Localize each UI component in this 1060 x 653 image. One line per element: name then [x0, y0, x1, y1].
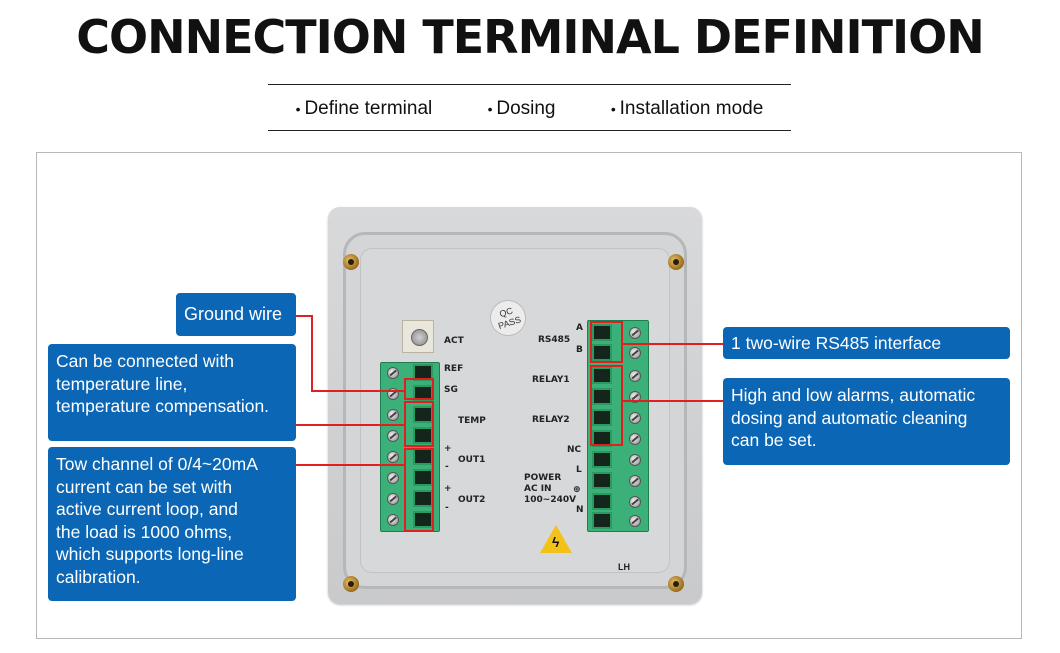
- leader-rs485: [622, 343, 723, 345]
- highlight-temp: [404, 401, 434, 447]
- screw-icon: [668, 254, 684, 270]
- section-nav: Define terminal Dosing Installation mode: [268, 96, 791, 122]
- nav-item-dosing[interactable]: Dosing: [488, 98, 555, 120]
- screw-icon: [343, 254, 359, 270]
- label-out1-minus: -: [445, 462, 449, 472]
- callout-current-line: current can be set with: [56, 476, 233, 497]
- highlight-out: [404, 448, 434, 532]
- page-title: CONNECTION TERMINAL DEFINITION: [76, 10, 985, 64]
- callout-ground-wire: Ground wire: [176, 293, 296, 336]
- callout-alarms-line: can be set.: [731, 430, 817, 450]
- leader-alarms: [622, 400, 723, 402]
- label-sg: SG: [444, 385, 458, 395]
- leader-current: [296, 464, 405, 466]
- callout-current-output: Tow channel of 0/4~20mA current can be s…: [48, 447, 296, 601]
- label-act: ACT: [444, 336, 464, 346]
- label-relay2: RELAY2: [532, 415, 570, 425]
- label-a: A: [576, 323, 583, 333]
- label-relay1: RELAY1: [532, 375, 570, 385]
- label-out2: OUT2: [458, 495, 486, 505]
- callout-temperature: Can be connected with temperature line, …: [48, 344, 296, 441]
- label-ref: REF: [444, 364, 464, 374]
- callout-current-line: which supports long-line: [56, 544, 244, 564]
- leader-ground-h1: [296, 315, 312, 317]
- label-out2-plus: +: [444, 484, 452, 494]
- lightning-bolt-icon: ϟ: [552, 534, 560, 550]
- screw-icon: [668, 576, 684, 592]
- label-ac-in: AC IN: [524, 484, 552, 494]
- label-nc: NC: [567, 445, 582, 455]
- label-b: B: [576, 345, 583, 355]
- nav-top-divider: [268, 84, 791, 85]
- label-voltage: 100~240V: [524, 495, 577, 505]
- leader-temp: [296, 424, 405, 426]
- nav-bottom-divider: [268, 130, 791, 131]
- screw-icon: [343, 576, 359, 592]
- callout-temperature-line: temperature line,: [56, 373, 188, 394]
- highlight-rs485: [590, 321, 623, 363]
- leader-ground-v: [311, 315, 313, 392]
- model-label: LH: [618, 562, 630, 572]
- nav-item-define-terminal[interactable]: Define terminal: [296, 98, 432, 120]
- callout-temperature-line: Can be connected with: [56, 351, 235, 371]
- callout-rs485: 1 two-wire RS485 interface: [723, 327, 1010, 359]
- label-rs485: RS485: [538, 335, 571, 345]
- label-l: L: [576, 465, 582, 475]
- callout-current-line: the load is 1000 ohms,: [56, 521, 233, 542]
- label-temp: TEMP: [458, 416, 486, 426]
- callout-current-line: calibration.: [56, 566, 141, 587]
- nav-item-installation-mode[interactable]: Installation mode: [611, 98, 764, 120]
- label-out2-minus: -: [445, 503, 449, 513]
- knob-icon: [411, 329, 428, 346]
- label-out1: OUT1: [458, 455, 486, 465]
- callout-alarms: High and low alarms, automatic dosing an…: [723, 378, 1010, 465]
- callout-current-line: active current loop, and: [56, 499, 238, 519]
- callout-alarms-line: High and low alarms, automatic: [731, 385, 976, 405]
- ground-icon: ⊕: [573, 485, 581, 495]
- callout-current-line: Tow channel of 0/4~20mA: [56, 454, 258, 474]
- act-potentiometer: [402, 320, 434, 353]
- callout-alarms-line: dosing and automatic cleaning: [731, 407, 968, 428]
- label-n: N: [576, 505, 584, 515]
- highlight-sg: [404, 378, 434, 400]
- leader-ground-h2: [311, 390, 405, 392]
- high-voltage-warning-icon: [540, 525, 572, 553]
- label-power: POWER: [524, 473, 562, 483]
- label-out1-plus: +: [444, 444, 452, 454]
- highlight-relays: [590, 365, 623, 446]
- callout-temperature-line: temperature compensation.: [56, 396, 270, 416]
